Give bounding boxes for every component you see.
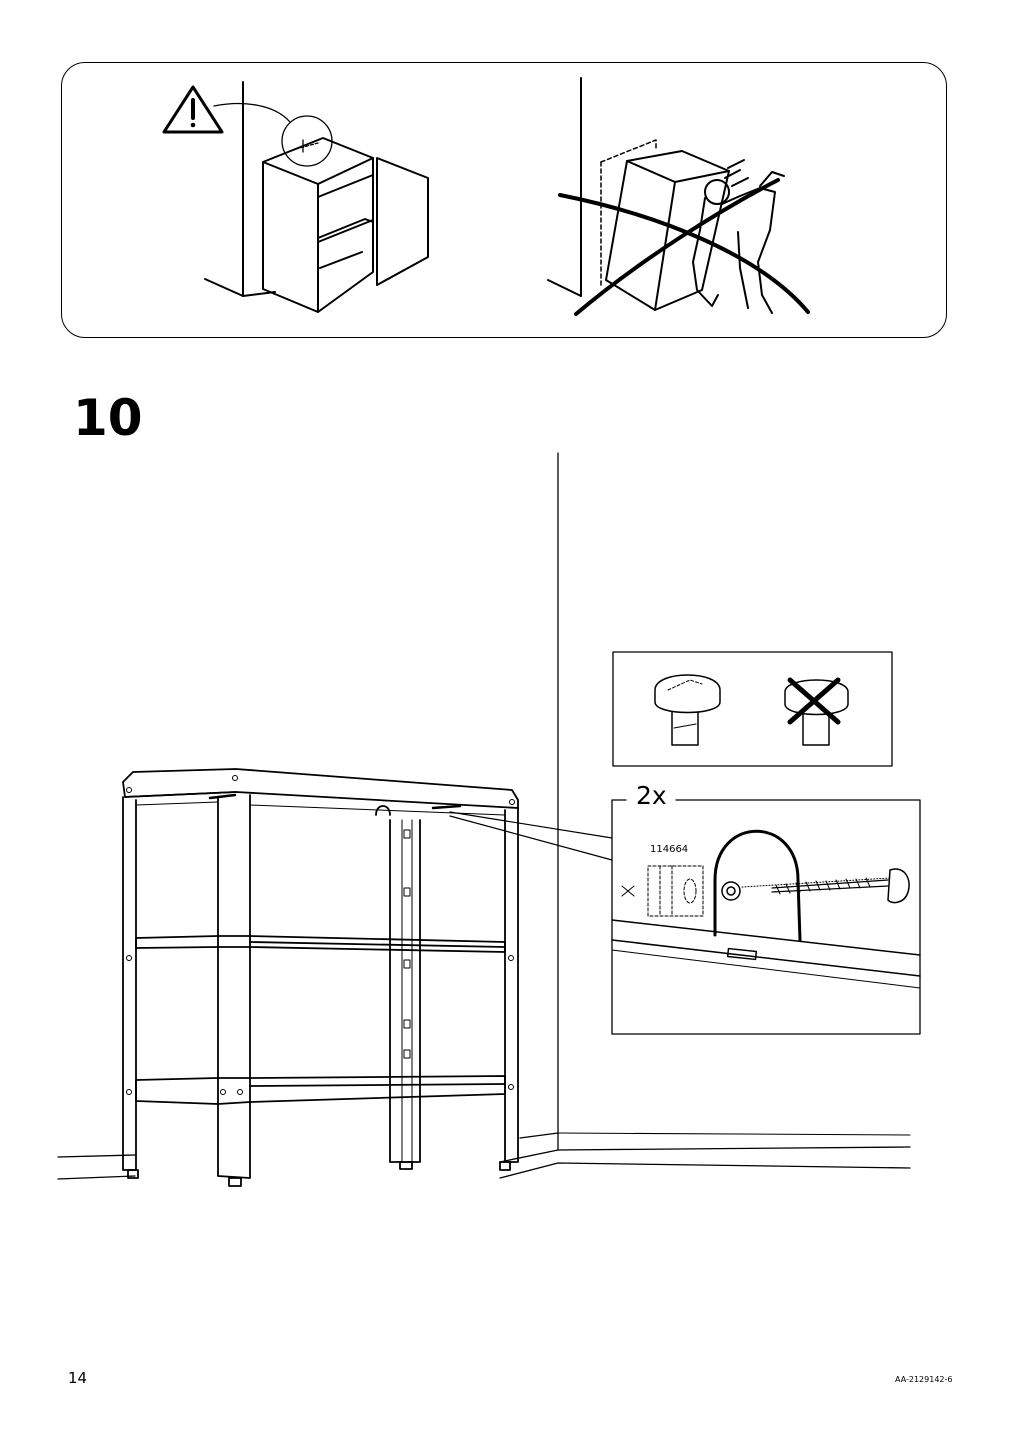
quantity-label: 2x — [632, 783, 671, 808]
floor-lines — [58, 1133, 910, 1179]
part-number-label: 114664 — [650, 844, 689, 855]
cam-lock-incorrect-icon — [785, 680, 848, 745]
warning-triangle-icon — [164, 87, 222, 132]
document-code: AA-2129142-6 — [895, 1375, 953, 1384]
callout-line — [214, 104, 290, 122]
warning-panel — [61, 62, 947, 338]
shelf-unit — [123, 769, 518, 1186]
detail-box — [612, 800, 920, 1034]
tipping-cabinet-illustration — [548, 78, 808, 314]
cam-orientation-box — [613, 652, 892, 766]
step-number: 10 — [73, 389, 143, 447]
cam-lock-correct-icon — [655, 675, 720, 745]
detail-callout-line-2 — [450, 816, 612, 860]
page-number: 14 — [68, 1369, 88, 1387]
magnifier-circle — [282, 116, 332, 166]
cam-lock-detail — [612, 831, 920, 988]
anchored-cabinet-illustration — [205, 82, 428, 312]
detail-callout-line — [450, 812, 612, 838]
